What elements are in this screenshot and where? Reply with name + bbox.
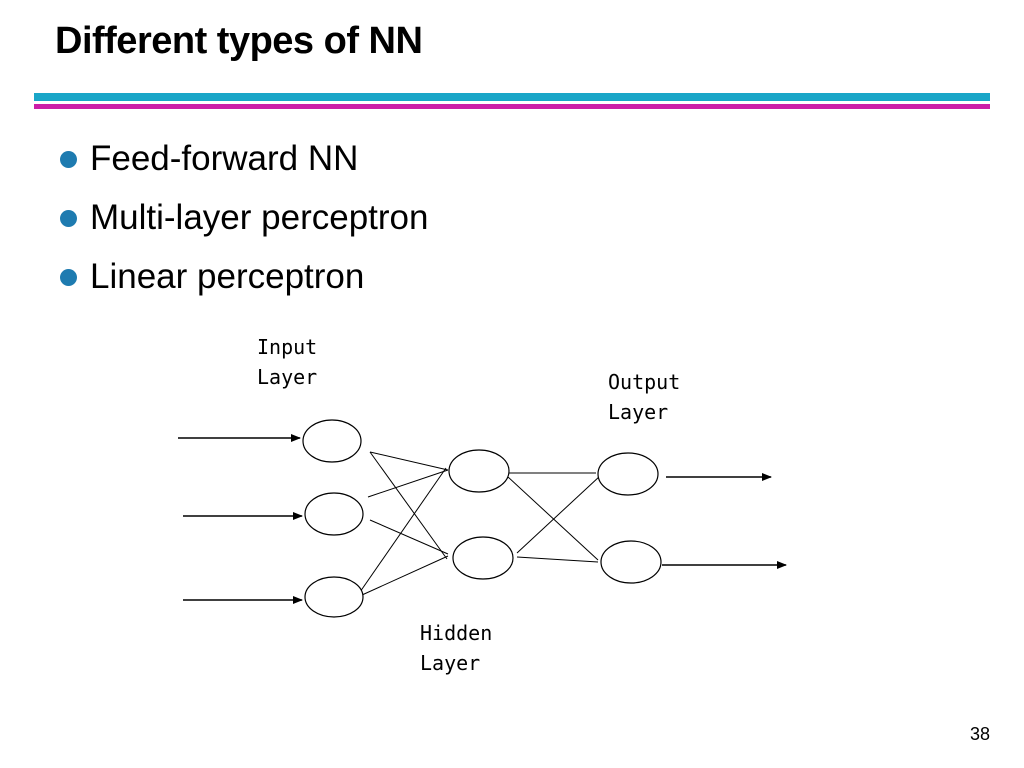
- output-node: [597, 452, 659, 496]
- bullet-dot-icon: [60, 269, 77, 286]
- connection-line: [516, 475, 601, 554]
- page-number: 38: [969, 724, 990, 744]
- connection-line: [369, 451, 448, 560]
- input-node: [304, 492, 364, 536]
- bullet-list: Feed-forward NN Multi-layer perceptron L…: [60, 134, 428, 311]
- bullet-item: Multi-layer perceptron: [60, 193, 428, 252]
- input-node: [304, 576, 364, 618]
- connection-line: [359, 467, 447, 593]
- bullet-item: Feed-forward NN: [60, 134, 428, 193]
- bullet-item: Linear perceptron: [60, 252, 428, 311]
- input-layer-label: Layer: [257, 365, 317, 389]
- title-rule-gap: [34, 101, 990, 104]
- input-layer-label: Input: [257, 335, 317, 359]
- bullet-dot-icon: [60, 210, 77, 227]
- connection-line: [507, 476, 599, 561]
- connection-line: [369, 519, 449, 555]
- bullet-text: Linear perceptron: [90, 257, 365, 296]
- bullet-dot-icon: [60, 151, 77, 168]
- bullet-text: Feed-forward NN: [90, 139, 359, 178]
- input-node: [302, 419, 362, 463]
- hidden-layer-label: Layer: [420, 651, 480, 675]
- output-layer-label: Output: [608, 370, 680, 394]
- hidden-layer-label: Hidden: [420, 621, 492, 645]
- hidden-node: [452, 536, 514, 580]
- connection-line: [361, 555, 449, 596]
- connection-line: [367, 469, 449, 498]
- bullet-text: Multi-layer perceptron: [90, 198, 429, 237]
- page-title: Different types of NN: [55, 20, 423, 62]
- output-layer-label: Layer: [608, 400, 668, 424]
- title-rule-magenta: [34, 104, 990, 109]
- connection-line: [516, 556, 599, 563]
- hidden-node: [448, 449, 510, 493]
- connection-line: [369, 451, 449, 471]
- title-rule-cyan: [34, 93, 990, 101]
- output-node: [600, 540, 662, 584]
